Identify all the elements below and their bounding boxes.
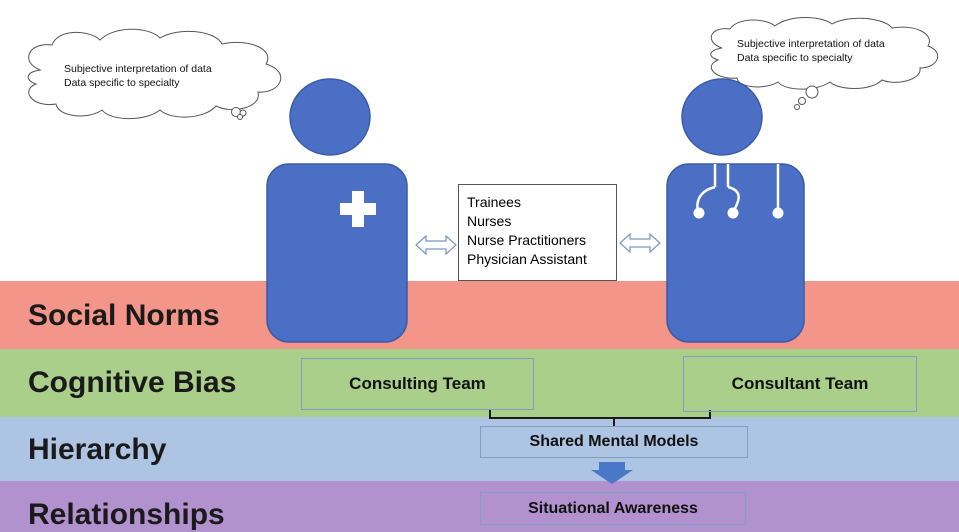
relationships-label: Relationships xyxy=(28,498,225,531)
team-connector-bracket xyxy=(489,410,711,426)
right-double-arrow-icon xyxy=(619,232,661,254)
right-thought-line-2: Data specific to specialty xyxy=(737,52,853,64)
right-thought-cloud xyxy=(710,17,939,110)
right-thought-text: Subjective interpretation of data Data s… xyxy=(737,37,885,65)
consultant-team-box: Consultant Team xyxy=(683,356,917,412)
situational-awareness-box: Situational Awareness xyxy=(480,492,746,525)
band-relationships xyxy=(0,481,959,532)
right-thought-line-1: Subjective interpretation of data xyxy=(737,38,885,50)
social-norms-label: Social Norms xyxy=(28,299,220,332)
left-thought-line-1: Subjective interpretation of data xyxy=(64,63,212,75)
shared-mental-models-box: Shared Mental Models xyxy=(480,426,748,458)
role-item: Physician Assistant xyxy=(467,251,587,267)
left-thought-cloud xyxy=(27,28,282,120)
hierarchy-label: Hierarchy xyxy=(28,433,167,466)
left-double-arrow-icon xyxy=(415,234,457,256)
nurse-icon xyxy=(266,78,408,343)
down-arrow-icon xyxy=(591,462,633,484)
role-item: Nurses xyxy=(467,213,512,229)
cognitive-bias-label: Cognitive Bias xyxy=(28,366,237,399)
left-thought-line-2: Data specific to specialty xyxy=(64,77,180,89)
roles-box: Trainees Nurses Nurse Practitioners Phys… xyxy=(458,184,617,281)
role-item: Nurse Practitioners xyxy=(467,232,587,248)
doctor-stethoscope-icon xyxy=(666,78,805,343)
consulting-team-box: Consulting Team xyxy=(301,358,534,410)
band-cognitive-bias xyxy=(0,349,959,417)
left-thought-text: Subjective interpretation of data Data s… xyxy=(64,62,212,90)
band-hierarchy xyxy=(0,417,959,481)
role-item: Trainees xyxy=(467,194,521,210)
